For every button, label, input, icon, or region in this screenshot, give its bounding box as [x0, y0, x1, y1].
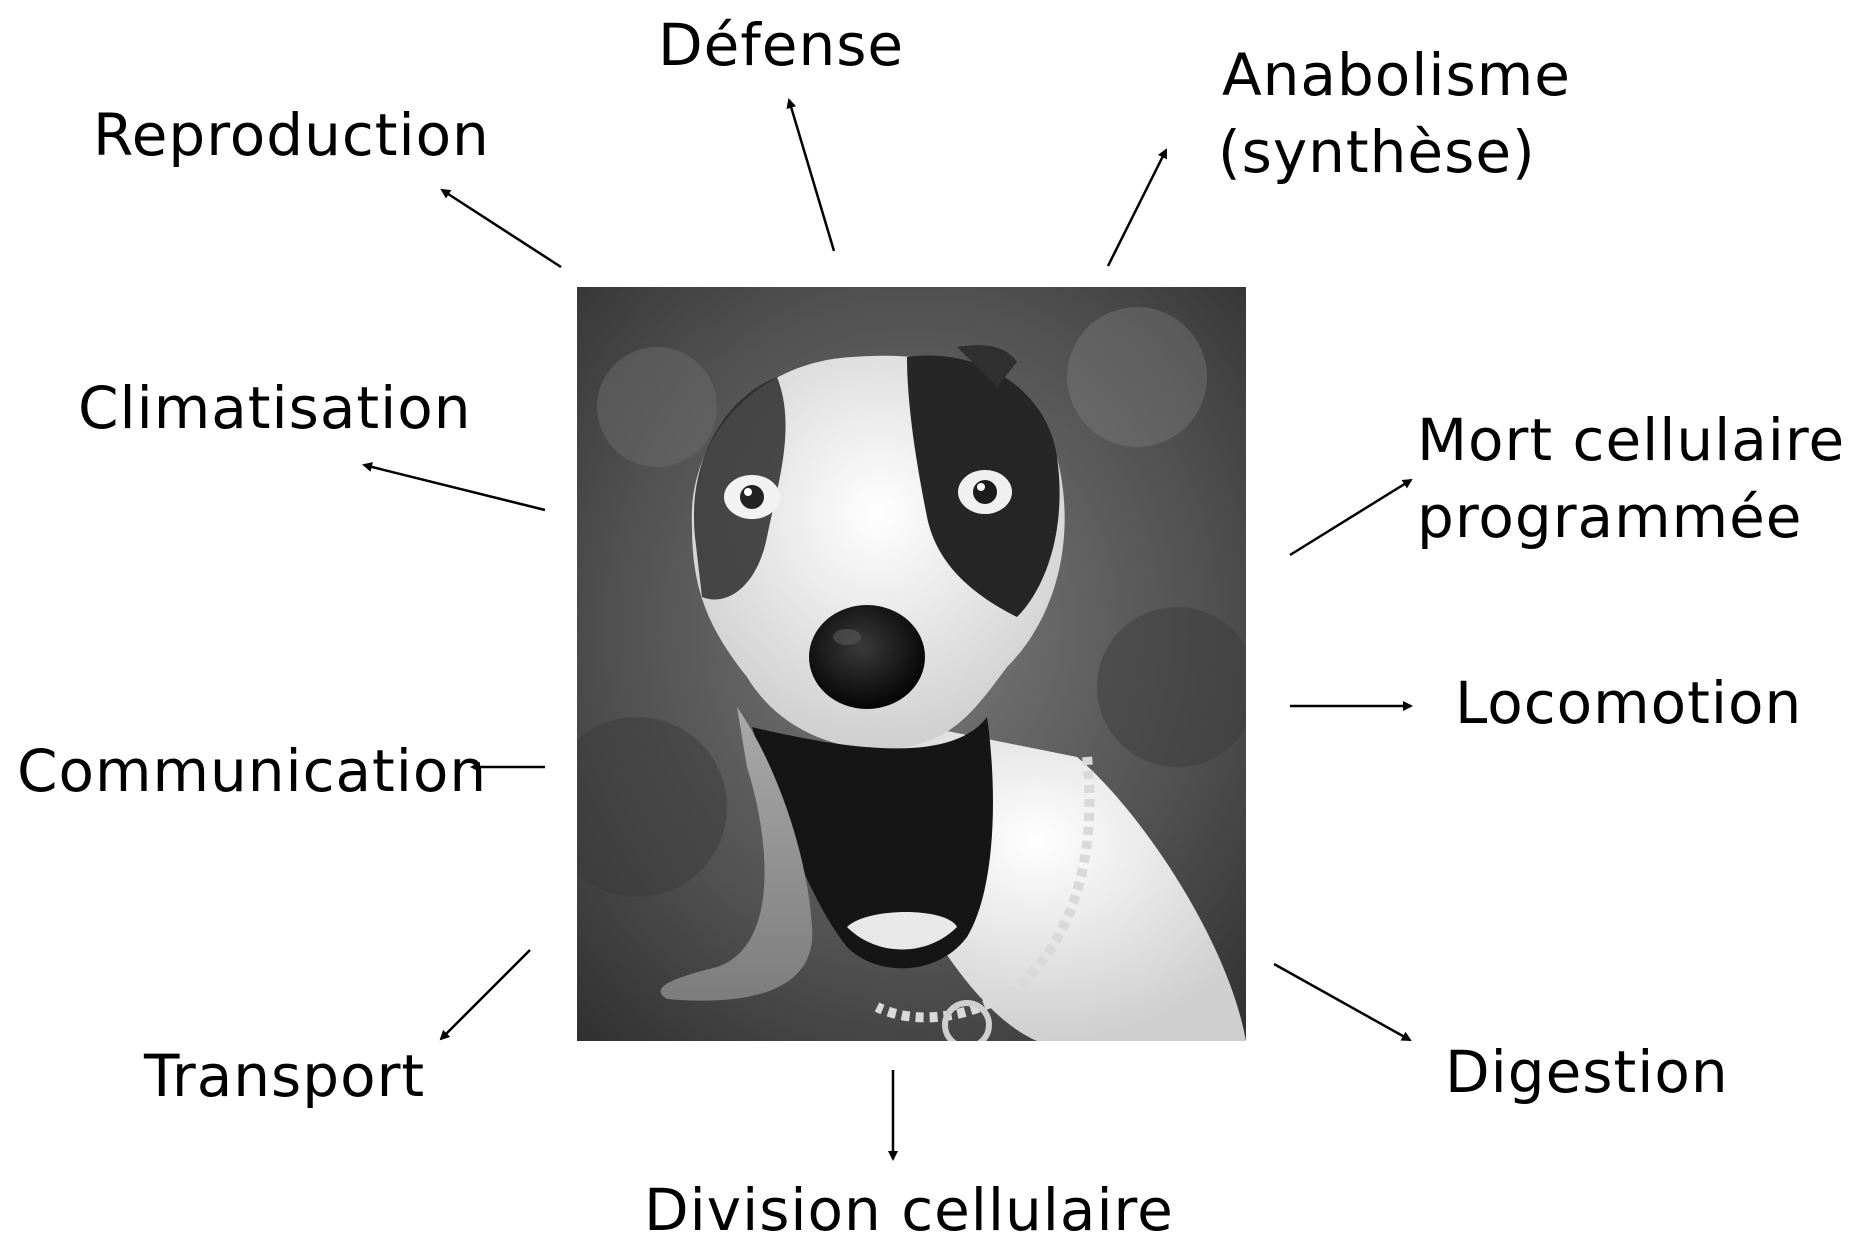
label-defense: Défense	[658, 5, 904, 85]
label-locomotion: Locomotion	[1455, 663, 1802, 743]
label-digestion: Digestion	[1445, 1032, 1729, 1112]
label-cell-division: Division cellulaire	[644, 1170, 1174, 1250]
arrow-reproduction	[442, 190, 561, 267]
arrow-defense	[789, 100, 834, 251]
label-anabolism-line1: Anabolisme	[1222, 35, 1571, 115]
arrow-anabolism	[1108, 150, 1166, 266]
label-communication: Communication	[17, 731, 487, 811]
label-climatisation: Climatisation	[78, 368, 471, 448]
label-programmed-death-line1: Mort cellulaire	[1417, 400, 1845, 480]
label-anabolism-line2: (synthèse)	[1218, 112, 1536, 192]
arrow-digestion	[1274, 964, 1410, 1040]
label-programmed-death-line2: programmée	[1417, 477, 1802, 557]
label-reproduction: Reproduction	[93, 95, 490, 175]
arrow-climatisation	[364, 465, 545, 510]
arrow-programmed-death	[1290, 480, 1411, 555]
label-transport: Transport	[144, 1036, 425, 1116]
arrow-transport	[441, 950, 530, 1039]
